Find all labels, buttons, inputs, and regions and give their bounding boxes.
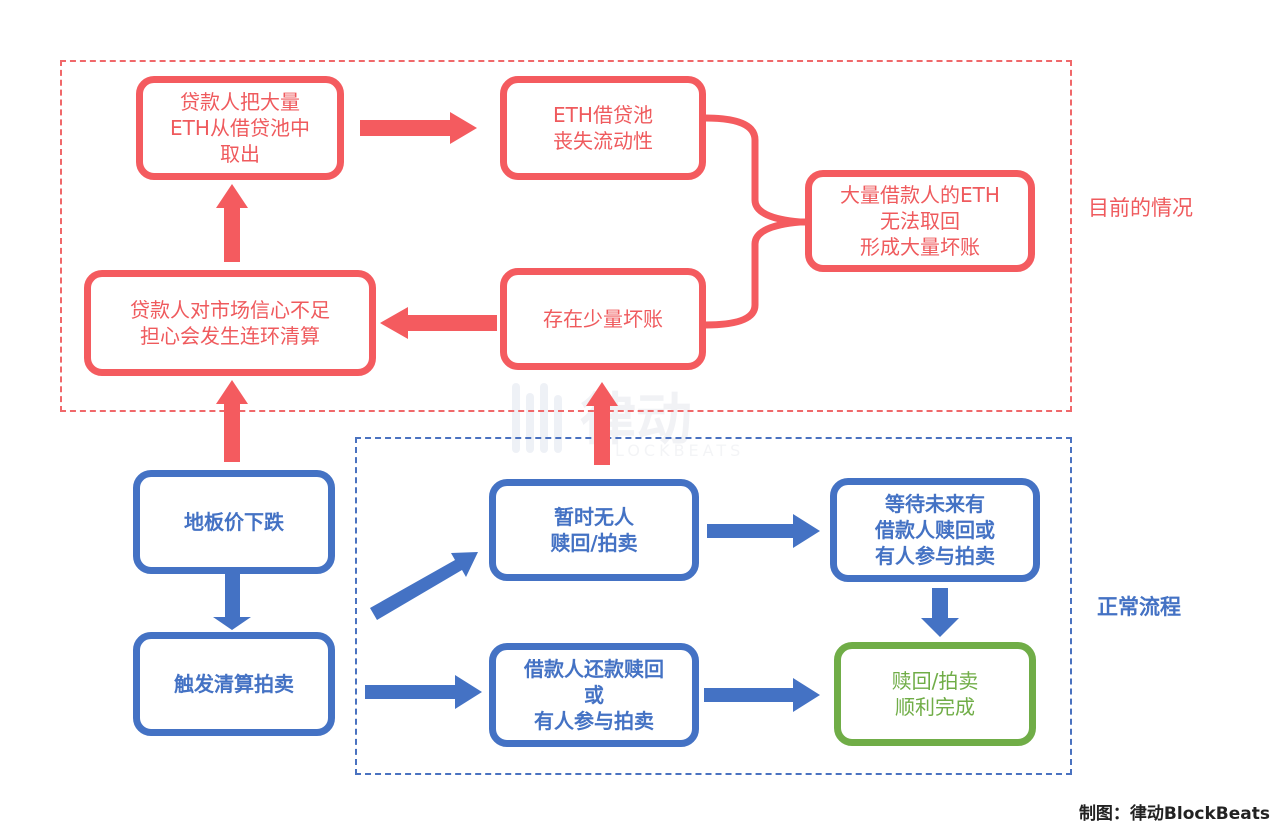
current-situation-label: 目前的情况 [1088, 196, 1193, 220]
node-repay-or-bid: 借款人还款赎回 或 有人参与拍卖 [489, 643, 699, 747]
node-lender-low-confidence: 贷款人对市场信心不足 担心会发生连环清算 [84, 270, 376, 376]
arrow-trigger-to-noredeem [370, 552, 478, 620]
arrow-floor-to-confidence [216, 380, 248, 462]
node-trigger-auction: 触发清算拍卖 [133, 632, 335, 736]
node-complete: 赎回/拍卖 顺利完成 [834, 642, 1036, 746]
credit-text: 制图：律动BlockBeats [1078, 804, 1270, 824]
node-bad-debt-small: 存在少量坏账 [500, 268, 706, 370]
arrow-small-debt-to-confidence [380, 307, 497, 339]
watermark-subtext: BLOCKBEATS [600, 441, 745, 460]
normal-flow-label: 正常流程 [1097, 595, 1181, 619]
arrow-floor-to-trigger [213, 572, 251, 630]
arrow-withdraw-to-pool [360, 112, 477, 144]
arrow-wait-to-complete [921, 588, 959, 637]
node-lender-withdraw: 贷款人把大量 ETH从借贷池中 取出 [136, 76, 344, 180]
node-bad-debt-large: 大量借款人的ETH 无法取回 形成大量坏账 [805, 170, 1035, 272]
arrow-confidence-to-withdraw [216, 184, 248, 262]
arrow-repay-to-complete [704, 678, 820, 712]
normal-flow-region [355, 437, 1072, 775]
arrow-trigger-to-repay [365, 675, 482, 709]
current-situation-region [60, 60, 1072, 412]
brace-connector [704, 114, 801, 329]
arrow-noredeem-to-smalldebt [586, 382, 618, 465]
node-wait-future: 等待未来有 借款人赎回或 有人参与拍卖 [830, 478, 1040, 582]
watermark: 律动 BLOCKBEATS [510, 375, 780, 465]
arrow-noredeem-to-wait [707, 514, 820, 548]
node-floor-drop: 地板价下跌 [133, 470, 335, 574]
node-no-redeem: 暂时无人 赎回/拍卖 [489, 479, 699, 581]
node-pool-illiquid: ETH借贷池 丧失流动性 [500, 76, 706, 180]
